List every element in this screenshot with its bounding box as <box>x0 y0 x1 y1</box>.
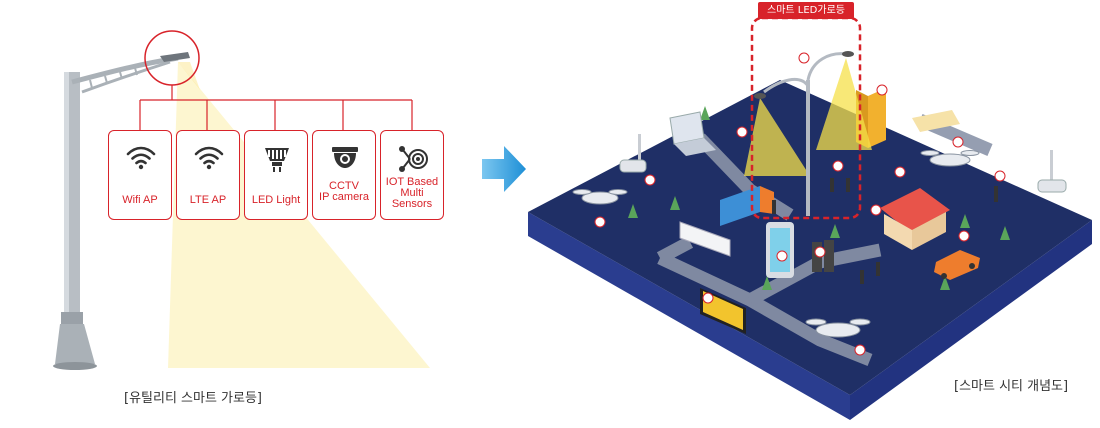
drone <box>805 318 871 338</box>
laptop <box>669 111 716 156</box>
drone <box>572 189 628 205</box>
feature-label: CCTV IP camera <box>319 180 369 203</box>
car <box>934 250 980 280</box>
smartphone-kiosk <box>766 222 794 278</box>
feature-label: IOT Based Multi Sensors <box>385 176 439 210</box>
wifi-icon <box>194 146 224 170</box>
feature-label: LED Light <box>251 194 301 206</box>
feature-label: LTE AP <box>189 194 227 206</box>
sensor-node-icon <box>399 146 428 172</box>
led-bulb-icon <box>265 148 289 172</box>
feature-box-led-light: LED Light <box>244 130 308 220</box>
truck <box>720 186 774 226</box>
feature-box-wifi: Wifi AP <box>108 130 172 220</box>
trees <box>628 106 1010 290</box>
cctv-camera-left <box>619 134 647 173</box>
connector-lines <box>139 85 413 130</box>
sign <box>912 110 960 132</box>
board-right-side <box>850 220 1092 420</box>
smart-led-label: 스마트 LED가로등 <box>758 2 854 19</box>
cctv-camera-right <box>1037 150 1067 193</box>
board-left-side <box>528 212 850 420</box>
smart-city-illustration <box>528 16 1092 420</box>
smart-street-light <box>744 51 872 216</box>
drone <box>920 150 980 167</box>
feature-box-iot-sensors: IOT Based Multi Sensors <box>380 130 444 220</box>
right-caption: [스마트 시티 개념도] <box>954 379 1069 394</box>
wifi-icon <box>126 146 156 170</box>
speakers <box>812 240 834 272</box>
arrow-right-icon <box>482 146 526 192</box>
feature-box-cctv: CCTV IP camera <box>312 130 376 220</box>
house <box>880 188 950 250</box>
feature-label: Wifi AP <box>122 194 158 206</box>
feature-box-lte: LTE AP <box>176 130 240 220</box>
air-conditioner <box>679 221 731 257</box>
people <box>772 178 998 284</box>
wifi-badges <box>594 52 1006 356</box>
left-caption: [유틸리티 스마트 가로등] <box>124 391 263 406</box>
dome-camera-icon <box>332 147 358 168</box>
